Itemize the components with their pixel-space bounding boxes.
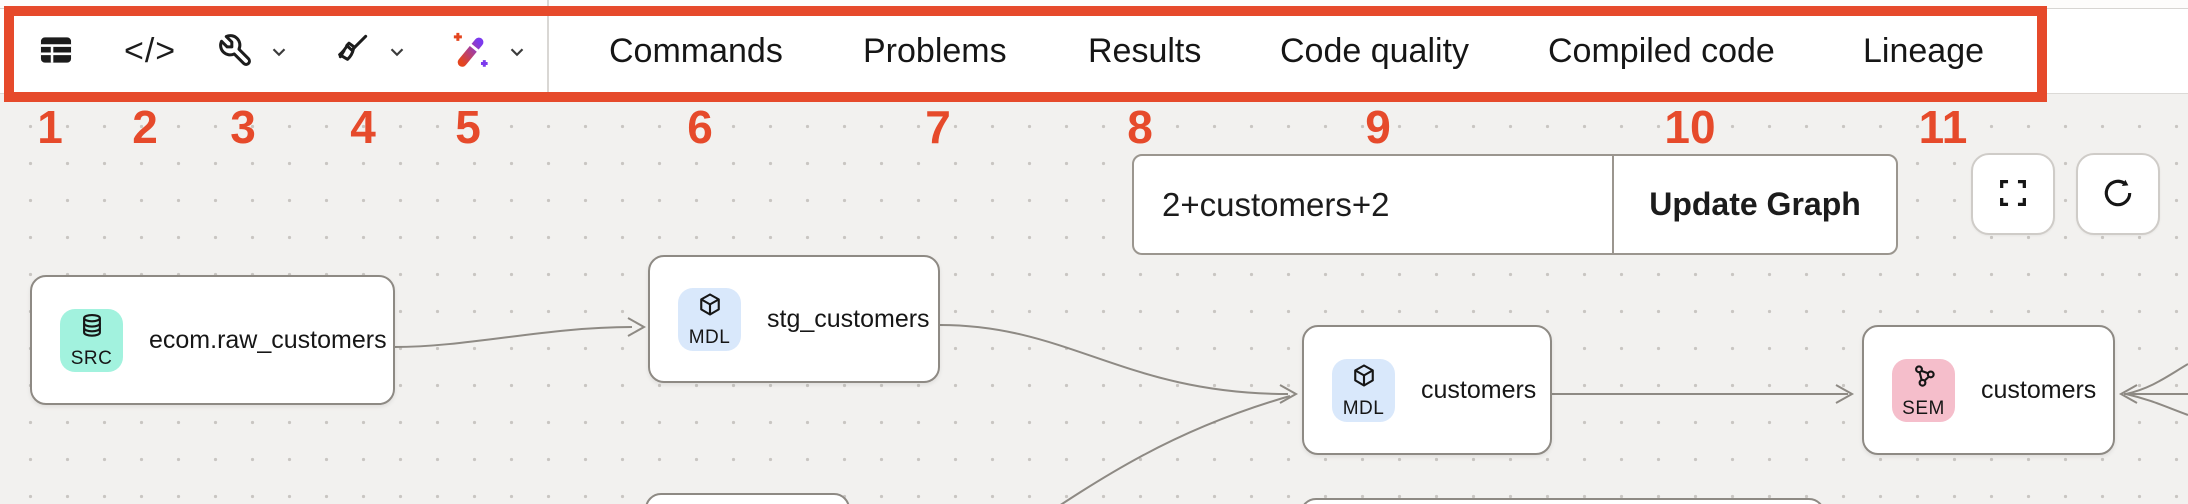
annotation-number: 6 [687, 101, 713, 153]
annotation-number: 8 [1127, 101, 1153, 153]
lineage-filter-input[interactable] [1134, 156, 1612, 253]
source-badge: SRC [60, 308, 123, 372]
code-icon: </> [124, 32, 177, 70]
tab-results[interactable]: Results [1088, 32, 1202, 70]
code-editor-button[interactable]: </> [124, 9, 176, 94]
semantic-badge: SEM [1892, 358, 1955, 422]
annotation-number: 7 [925, 101, 951, 153]
fullscreen-icon [1996, 176, 2030, 213]
refresh-icon [2100, 175, 2136, 214]
pane-divider [547, 0, 549, 94]
annotation-number: 1 [37, 101, 63, 153]
annotation-number: 11 [1918, 101, 1968, 153]
node-ecom-raw-customers[interactable]: SRC ecom.raw_customers [30, 275, 395, 405]
tab-problems[interactable]: Problems [863, 32, 1007, 70]
broom-icon [332, 30, 372, 73]
node-customers-semantic[interactable]: SEM customers [1862, 325, 2115, 455]
annotation-number: 10 [1664, 101, 1716, 153]
badge-type-label: SRC [70, 348, 113, 369]
node-label: customers [1421, 375, 1537, 404]
model-badge: MDL [1332, 358, 1395, 422]
refresh-button[interactable] [2076, 153, 2160, 235]
wrench-icon [216, 31, 254, 72]
magic-wand-icon [450, 29, 492, 74]
annotation-number: 9 [1365, 101, 1391, 153]
annotation-number: 5 [455, 101, 481, 153]
tab-compiled-code[interactable]: Compiled code [1548, 32, 1775, 70]
divider [1612, 156, 1614, 253]
badge-type-label: MDL [688, 327, 731, 348]
ai-assist-dropdown-button[interactable] [450, 9, 528, 94]
tools-dropdown-button[interactable] [216, 9, 290, 94]
chevron-down-icon [386, 41, 408, 63]
table-output-button[interactable] [37, 9, 75, 94]
lineage-filter-box: Update Graph [1132, 154, 1898, 255]
node-label: customers [1981, 375, 2097, 404]
model-badge: MDL [678, 287, 741, 351]
cube-icon [1349, 362, 1379, 397]
tab-commands[interactable]: Commands [609, 32, 783, 70]
fit-view-button[interactable] [1971, 153, 2055, 235]
annotation-number: 4 [350, 101, 376, 153]
cube-icon [695, 291, 725, 326]
database-icon [77, 312, 107, 347]
badge-type-label: SEM [1902, 398, 1945, 419]
chevron-down-icon [506, 41, 528, 63]
editor-toolbar: </> [0, 9, 2188, 94]
semantic-graph-icon [1909, 362, 1939, 397]
top-strip [0, 0, 2188, 9]
table-icon [37, 31, 75, 72]
node-customers-model[interactable]: MDL customers [1302, 325, 1552, 455]
tab-lineage[interactable]: Lineage [1863, 32, 1985, 70]
annotation-number: 3 [230, 101, 256, 153]
tab-code-quality[interactable]: Code quality [1280, 32, 1470, 70]
update-graph-button[interactable]: Update Graph [1614, 156, 1896, 253]
chevron-down-icon [268, 41, 290, 63]
badge-type-label: MDL [1342, 398, 1385, 419]
format-dropdown-button[interactable] [332, 9, 408, 94]
node-stg-customers[interactable]: MDL stg_customers [648, 255, 940, 383]
node-partial[interactable] [1300, 498, 1825, 504]
node-label: ecom.raw_customers [149, 325, 387, 354]
node-label: stg_customers [767, 304, 930, 333]
node-partial[interactable] [645, 493, 850, 504]
annotation-number: 2 [132, 101, 158, 153]
